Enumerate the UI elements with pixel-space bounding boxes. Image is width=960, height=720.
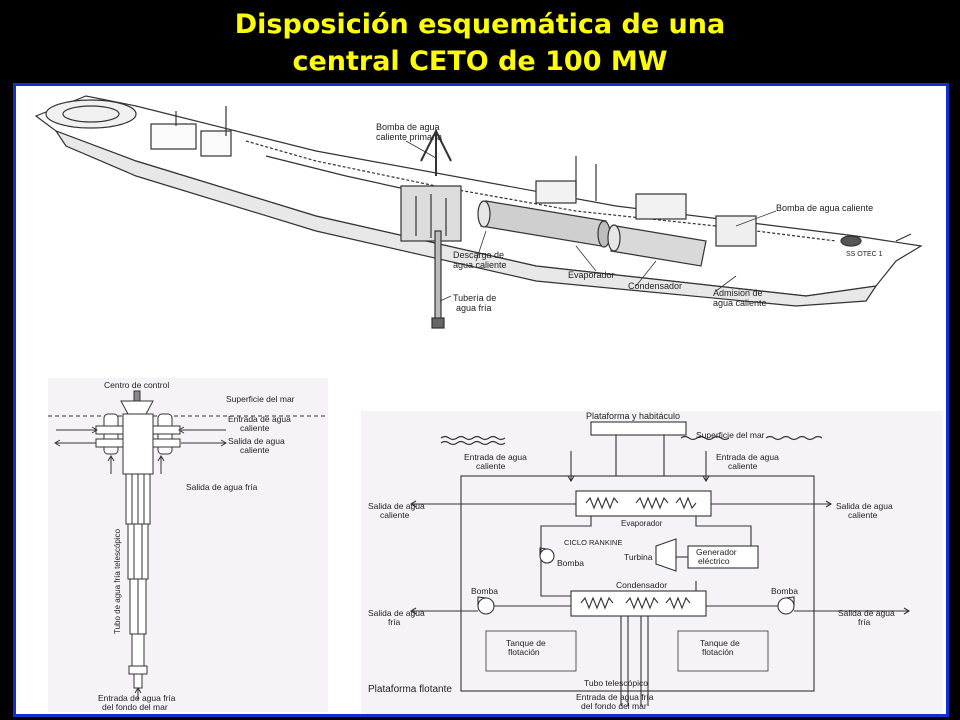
superstructure: [150, 123, 197, 150]
cold-out-left-1: Salida de agua: [368, 608, 425, 618]
warm-in-left-1: Entrada de agua: [464, 452, 527, 462]
title-line-1: Disposición esquemática de una: [234, 9, 726, 40]
tank-right-1: Tanque de: [700, 638, 740, 648]
label-warm-pump: Bomba de agua caliente: [776, 203, 873, 213]
warm-in-right-1: Entrada de agua: [716, 452, 779, 462]
slide-title: Disposición esquemática de una central C…: [0, 6, 960, 80]
tank-right-2: flotación: [702, 647, 734, 657]
rankine-platform-diagram: Plataforma y habitáculo Superficie del m…: [361, 411, 943, 714]
pump-left-label: Bomba: [471, 586, 498, 596]
helipad: [45, 99, 137, 129]
tower-cold-out: Salida de agua fría: [186, 482, 258, 492]
generator-label-1: Generador: [696, 547, 737, 557]
tower-warm-out-1: Salida de agua: [228, 436, 285, 446]
ship-hull-bottom: [54, 129, 878, 307]
turbine: [655, 538, 677, 572]
tank-left-2: flotación: [508, 647, 540, 657]
cycle-cold-in-2: del fondo del mar: [581, 701, 647, 711]
warm-in-left-2: caliente: [476, 461, 506, 471]
label-cold-pipe-2: agua fría: [456, 303, 492, 313]
generator-label-2: eléctrico: [698, 556, 730, 566]
warm-out-left-2: caliente: [380, 510, 410, 520]
rankine-label: CICLO RANKINE: [564, 538, 622, 547]
label-discharge-1: Descarga de: [453, 250, 504, 260]
cycle-sea-surface-label: Superficie del mar: [696, 430, 765, 440]
title-line-2: central CETO de 100 MW: [292, 46, 668, 77]
flotation-tank-left: [485, 630, 577, 672]
cold-out-right-1: Salida de agua: [838, 608, 895, 618]
cold-pump-right: [777, 597, 795, 615]
platform-habitat-label: Plataforma y habitáculo: [586, 411, 680, 421]
ship-labels: Bomba de agua caliente primaria Bomba de…: [376, 122, 873, 313]
tower-sea-surface-label: Superficie del mar: [226, 394, 295, 404]
warm-in-right-2: caliente: [728, 461, 758, 471]
label-primary-pump-1: Bomba de agua: [376, 122, 440, 132]
label-evaporator: Evaporador: [568, 270, 615, 280]
warm-out-left-1: Salida de agua: [368, 501, 425, 511]
cycle-cold-in-1: Entrada de agua fría: [576, 692, 654, 702]
floating-platform-box: [460, 475, 815, 692]
label-intake-1: Admision de: [713, 288, 763, 298]
hull-name: SS OTEC 1: [846, 251, 883, 258]
warm-out-right-1: Salida de agua: [836, 501, 893, 511]
label-cold-pipe-1: Tubería de: [453, 293, 496, 303]
label-discharge-2: agua caliente: [453, 260, 507, 270]
condenser-label: Condensador: [616, 580, 667, 590]
evaporator-cylinder: [477, 200, 611, 248]
tower-warm-in-1: Entrada de agua: [228, 414, 291, 424]
tower-warm-out-2: caliente: [240, 445, 270, 455]
label-primary-pump-2: caliente primaria: [376, 132, 442, 142]
flotation-tank-right: [677, 630, 769, 672]
cycle-pump: [539, 548, 555, 564]
otec-ship-illustration: [34, 95, 923, 329]
tower-control-label: Centro de control: [104, 380, 169, 390]
tank-left-1: Tanque de: [506, 638, 546, 648]
floating-platform-label: Plataforma flotante: [368, 684, 452, 695]
label-condenser: Condensador: [628, 281, 682, 291]
diagram-canvas: SS OTEC 1 Bomba de agua caliente primari…: [34, 95, 943, 714]
pump-right-label: Bomba: [771, 586, 798, 596]
platform-habitat: [590, 421, 687, 436]
cold-water-pipe: [434, 230, 442, 322]
condenser-cylinder: [607, 224, 707, 267]
tower-cold-in-1: Entrada de agua fría: [98, 693, 176, 703]
tower-telescopic-label: Tubo de agua fría telescópico: [113, 528, 122, 634]
turbine-label: Turbina: [624, 552, 653, 562]
cold-out-left-2: fría: [388, 617, 401, 627]
primary-pump-frame: [420, 128, 452, 176]
cycle-pump-label: Bomba: [557, 558, 584, 568]
evaporator-label: Evaporador: [621, 519, 663, 528]
cold-out-right-2: fría: [858, 617, 871, 627]
tower-warm-in-2: caliente: [240, 423, 270, 433]
diagram-frame: SS OTEC 1 Bomba de agua caliente primari…: [13, 83, 949, 717]
telescopic-label: Tubo telescópico: [584, 678, 648, 688]
telescopic-tower-diagram: Centro de control Superficie del mar Ent…: [48, 378, 328, 712]
label-intake-2: agua caliente: [713, 298, 767, 308]
tower-cold-in-2: del fondo del mar: [102, 702, 168, 712]
warm-out-right-2: caliente: [848, 510, 878, 520]
evaporator-box: [575, 490, 712, 517]
cold-pump-left: [477, 597, 495, 615]
